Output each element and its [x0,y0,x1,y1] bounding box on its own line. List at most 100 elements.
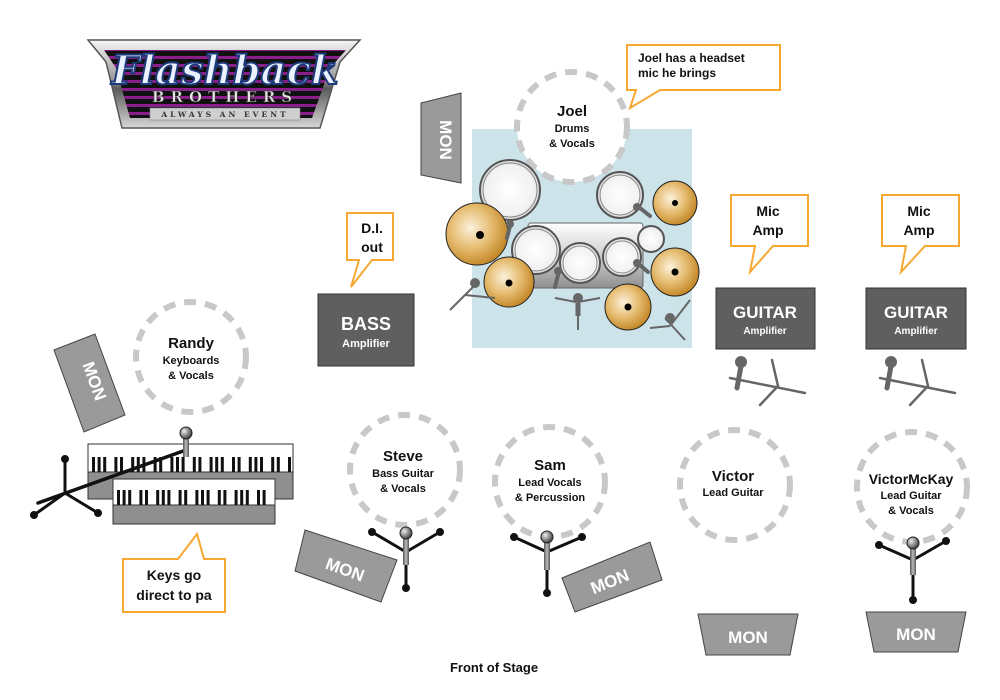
monitor-label: MON [436,120,455,160]
band-logo: Flashback BROTHERS ALWAYS AN EVENT [86,39,362,129]
black-key [170,457,174,472]
logo-title: Flashback [110,47,338,94]
performer-victor-mckay[interactable]: VictorMcKay Lead Guitar & Vocals [854,429,970,545]
performer-randy[interactable]: Randy Keyboards & Vocals [133,299,249,415]
overhead-mic-left [449,278,496,311]
black-key [234,490,238,505]
black-key [114,457,118,472]
performer-victor[interactable]: Victor Lead Guitar [677,427,793,543]
black-key [262,490,266,505]
black-key [117,490,120,505]
black-key [257,490,260,505]
black-key [156,490,160,505]
cymbal-right-top [652,180,698,226]
performer-sam[interactable]: Sam Lead Vocals & Percussion [492,424,608,540]
amp-sublabel: Amplifier [894,326,937,337]
callout-keys-line1: Keys go [147,567,201,583]
black-key [176,457,179,472]
black-key [103,457,107,472]
logo-tagline: ALWAYS AN EVENT [160,110,288,119]
monitor-victor: MON [697,613,799,656]
performer-name: Joel [557,103,587,120]
monitor-sam: MON [561,541,663,613]
mic-stand-sam [510,530,586,597]
amp-label: BASS [341,314,391,334]
guitar-amplifier-1: GUITAR Amplifier [715,287,816,350]
black-key [120,457,123,472]
performer-role: Drums [555,123,590,135]
monitor-label: MON [728,628,768,647]
callout-mic-amp-2: Mic Amp [881,194,960,276]
black-key [198,457,202,472]
performer-role-2: & Percussion [515,492,586,504]
performer-role: Lead Guitar [880,490,942,502]
black-key [167,490,171,505]
performer-role-2: & Vocals [168,370,214,382]
monitor-steve: MON [294,529,398,603]
boom-mic-stand-randy [30,426,193,519]
amp-mic-stand-1 [728,356,807,407]
black-key [122,490,126,505]
drum-tom-small [637,225,665,253]
callout-keys-line2: direct to pa [136,587,212,603]
guitar-amplifier-2: GUITAR Amplifier [865,287,967,350]
logo-subtitle: BROTHERS [152,88,298,106]
black-key [192,457,196,472]
callout-mic-amp-2-line1: Mic [907,203,931,219]
monitor-label: MON [896,625,936,644]
mic-stand-steve [368,526,444,592]
black-key [201,490,204,505]
callout-joel-headset: Joel has a headset mic he brings [626,44,781,111]
black-key [145,490,148,505]
black-key [220,457,224,472]
black-key [178,490,182,505]
performer-role: Keyboards [163,355,220,367]
black-key [232,457,235,472]
black-key [245,490,249,505]
amp-sublabel: Amplifier [743,326,786,337]
black-key [206,490,210,505]
mic-stand-victor-mckay [875,536,950,604]
black-key [153,457,157,472]
black-key [260,457,263,472]
monitor-randy: MON [53,333,126,433]
performer-steve[interactable]: Steve Bass Guitar & Vocals [347,412,463,528]
performer-joel[interactable]: Joel Drums & Vocals [514,69,630,185]
callout-mic-amp-2-line2: Amp [903,222,934,238]
black-key [288,457,291,472]
drum-snare [559,242,601,284]
bass-amplifier: BASS Amplifier [317,293,415,367]
performer-name: Steve [383,448,423,465]
callout-di-out: D.I. out [346,212,394,288]
callout-di-line1: D.I. [361,220,383,236]
callout-di-line2: out [361,239,383,255]
drum-tom-right [596,171,644,219]
black-key [240,490,244,505]
callout-mic-amp-1-line1: Mic [756,203,780,219]
black-key [209,457,213,472]
performer-role-2: & Vocals [549,138,595,150]
black-key [271,457,275,472]
callout-mic-amp-1: Mic Amp [730,194,809,276]
performer-role-2: & Vocals [380,483,426,495]
performer-name: Sam [534,457,566,474]
black-key [161,490,165,505]
black-key [128,490,132,505]
black-key [248,457,252,472]
black-key [159,457,163,472]
black-key [217,490,221,505]
callout-joel-line1: Joel has a headset [638,51,745,65]
cymbal-right-bottom [604,283,652,331]
black-key [276,457,280,472]
black-key [136,457,140,472]
black-key [184,490,188,505]
callout-joel-line2: mic he brings [638,66,716,80]
performer-role-2: & Vocals [888,505,934,517]
performer-name: Victor [712,468,754,485]
black-key [215,457,219,472]
black-key [139,490,143,505]
cymbal-left-small [483,256,535,308]
drum-tom-2 [602,237,642,277]
black-key [254,457,258,472]
